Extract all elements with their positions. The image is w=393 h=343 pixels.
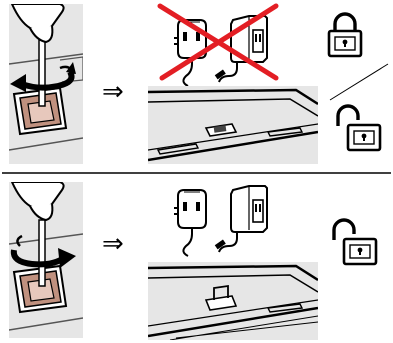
arrow-right-icon: ⇒	[102, 77, 124, 107]
step-bottom: ⇒	[9, 182, 376, 340]
step-top: ⇒	[9, 4, 388, 164]
screwdriver-turn-icon	[9, 182, 83, 338]
arrow-right-icon: ⇒	[102, 229, 124, 259]
power-adapter-icon	[215, 186, 267, 252]
scanner-top-view	[148, 86, 318, 164]
scanner-top-view	[148, 262, 318, 340]
lock-closed-icon	[329, 14, 361, 56]
state-divider	[330, 64, 388, 100]
lock-open-icon	[338, 106, 380, 150]
screwdriver-turn-icon	[9, 4, 83, 164]
power-plug-icon	[174, 190, 206, 256]
lock-open-icon	[334, 220, 376, 264]
